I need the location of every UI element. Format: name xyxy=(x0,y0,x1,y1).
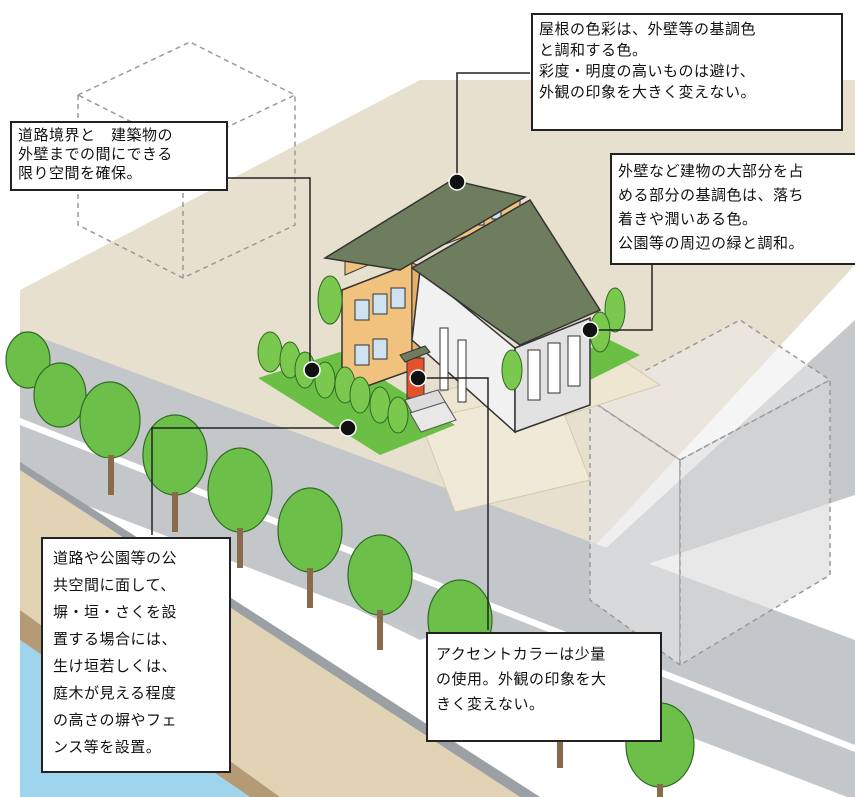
callout-line: 公園等の周辺の緑と調和。 xyxy=(618,234,805,252)
callout-line: 共空間に面して、 xyxy=(53,576,176,594)
ghost-building-right xyxy=(588,319,832,667)
callout-wall-base-color: 外壁など建物の大部分を占 める部分の基調色は、落ち 着きや潤いある色。 公園等の… xyxy=(610,153,855,265)
callout-line: 彩度・明度の高いものは避け、 xyxy=(539,62,756,80)
callout-line: 生け垣若しくは、 xyxy=(53,657,178,675)
callout-line: 限り空間を確保。 xyxy=(18,164,143,182)
callout-fence-hedge: 道路や公園等の公 共空間に面して、 塀・垣・さくを設 置する場合には、 生け垣若… xyxy=(41,537,231,773)
callout-line: と調和する色。 xyxy=(539,41,648,59)
callout-line: の使用。外観の印象を大 xyxy=(436,670,607,688)
house xyxy=(322,179,602,434)
callout-accent-color: アクセントカラーは少量 の使用。外観の印象を大 きく変えない。 xyxy=(426,632,662,742)
callout-setback: 道路境界と 建築物の 外壁までの間にできる 限り空間を確保。 xyxy=(10,121,228,191)
callout-line: の高さの塀やフェ xyxy=(53,711,178,729)
callout-line: きく変えない。 xyxy=(436,695,545,713)
callout-line: 塀・垣・さくを設 xyxy=(53,603,178,621)
leader-dots xyxy=(303,173,599,437)
callout-line: アクセントカラーは少量 xyxy=(436,645,606,663)
garden-trees xyxy=(257,275,626,434)
callout-line: 外観の印象を大きく変えない。 xyxy=(539,83,757,101)
callout-line: 道路や公園等の公 xyxy=(53,549,178,567)
callout-roof-color: 屋根の色彩は、外壁等の基調色 と調和する色。 彩度・明度の高いものは避け、 外観… xyxy=(531,13,843,131)
callout-line: 外壁など建物の大部分を占 xyxy=(618,162,805,180)
callout-line: 庭木が見える程度 xyxy=(53,684,177,702)
callout-line: 着きや潤いある色。 xyxy=(618,210,758,228)
callout-line: める部分の基調色は、落ち xyxy=(618,186,805,204)
callout-line: 道路境界と 建築物の xyxy=(18,126,174,144)
leader-lines xyxy=(151,72,653,630)
callout-line: ンス等を設置。 xyxy=(53,738,162,756)
callout-line: 置する場合には、 xyxy=(53,630,178,648)
callout-line: 屋根の色彩は、外壁等の基調色 xyxy=(539,20,757,38)
callout-line: 外壁までの間にできる xyxy=(18,145,173,163)
